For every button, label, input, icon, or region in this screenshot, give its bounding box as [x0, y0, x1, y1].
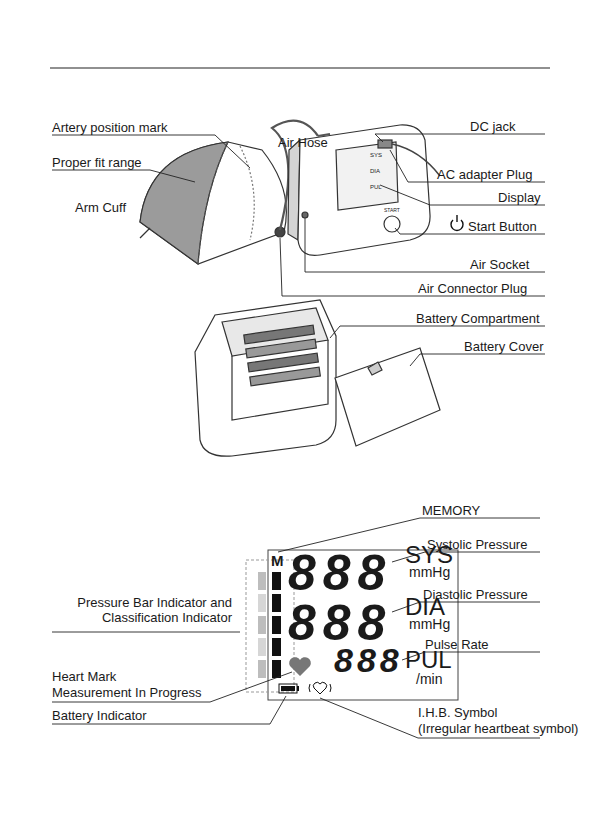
battery-level: [281, 686, 295, 691]
leader-line: [410, 354, 545, 366]
callout-label: I.H.B. Symbol: [418, 706, 497, 721]
callout-label: (Irregular heartbeat symbol): [418, 722, 578, 737]
part-label: Air Hose: [278, 136, 328, 151]
bar-indicator-box: [246, 560, 294, 692]
classification-bar: [258, 594, 266, 612]
leader-line: [330, 326, 545, 338]
lcd-indicator: PUL: [405, 646, 452, 674]
part-label: Arm Cuff: [75, 201, 126, 216]
pressure-bar: [272, 638, 281, 656]
memory-indicator: M: [271, 552, 284, 569]
base-shell: [195, 300, 336, 456]
callout-label: Battery Indicator: [52, 709, 147, 724]
leader-line: [280, 238, 545, 296]
leader-line: [305, 218, 545, 272]
part-label: Display: [498, 191, 541, 206]
air-socket: [302, 212, 308, 218]
battery-base: [195, 300, 336, 456]
callout-label: Measurement In Progress: [52, 686, 202, 701]
part-label: DC jack: [470, 120, 516, 135]
leader-line: [380, 185, 545, 205]
part-label: Air Socket: [470, 258, 529, 273]
cover-plate: [335, 348, 440, 446]
lcd-digits: 888: [334, 643, 403, 677]
header-rule: [50, 67, 550, 68]
battery-slot: [250, 367, 321, 386]
start-button: [384, 216, 400, 232]
mini-display-text: PUL: [370, 184, 382, 191]
pressure-bar: [272, 616, 281, 634]
lcd-digits: 888: [288, 598, 392, 648]
part-label: Battery Cover: [464, 340, 543, 355]
part-label: Battery Compartment: [416, 312, 540, 327]
part-label: Start Button: [468, 220, 537, 235]
classification-bar: [258, 572, 266, 590]
ihb-heart: [313, 682, 326, 694]
battery-tip: [297, 686, 299, 691]
lcd-unit: mmHg: [409, 616, 450, 632]
arm-cuff: [140, 142, 286, 264]
part-label: AC adapter Plug: [437, 168, 532, 183]
pressure-bar: [272, 594, 281, 612]
lcd-unit: mmHg: [409, 564, 450, 580]
leader-line: [375, 134, 545, 142]
button-text: START: [384, 208, 400, 214]
heart-mark: [289, 657, 311, 676]
power-bar: [456, 215, 457, 222]
leader-lines: [52, 134, 545, 366]
ihb-waves: [309, 684, 331, 692]
classification-bar: [258, 660, 266, 678]
classification-bar: [258, 638, 266, 656]
pressure-bar: [272, 572, 281, 590]
part-label: Proper fit range: [52, 156, 142, 171]
mini-display: [336, 142, 398, 210]
battery-cover: [335, 348, 440, 446]
callout-label: Heart Mark: [52, 670, 116, 685]
adapter-cable: [392, 144, 440, 176]
classification-bar: [258, 616, 266, 634]
callout-label: Pressure Bar Indicator and Classificatio…: [32, 596, 232, 626]
dc-jack: [378, 140, 392, 148]
cuff-band: [140, 142, 286, 264]
lcd-leader-lines: [52, 518, 540, 738]
lcd-digits: 888: [288, 548, 392, 598]
part-label: Air Connector Plug: [418, 282, 527, 297]
battery-indicator: [279, 684, 297, 693]
mini-display-text: SYS: [370, 152, 382, 159]
part-label: Artery position mark: [52, 121, 168, 136]
leader-line: [390, 150, 545, 182]
power-symbol: [451, 215, 463, 230]
pressure-bar: [272, 660, 281, 678]
mini-display-text: DIA: [370, 168, 380, 175]
cuff-fold: [198, 142, 228, 264]
leader-line: [52, 632, 240, 633]
cuff-strap: [140, 228, 150, 238]
lcd-unit: /min: [416, 671, 442, 687]
callout-label: MEMORY: [422, 504, 480, 519]
leader-line: [52, 170, 195, 182]
cover-tab: [368, 362, 382, 375]
compartment-wall: [232, 340, 328, 420]
cuff-side: [140, 142, 228, 264]
leader-line: [52, 696, 286, 724]
